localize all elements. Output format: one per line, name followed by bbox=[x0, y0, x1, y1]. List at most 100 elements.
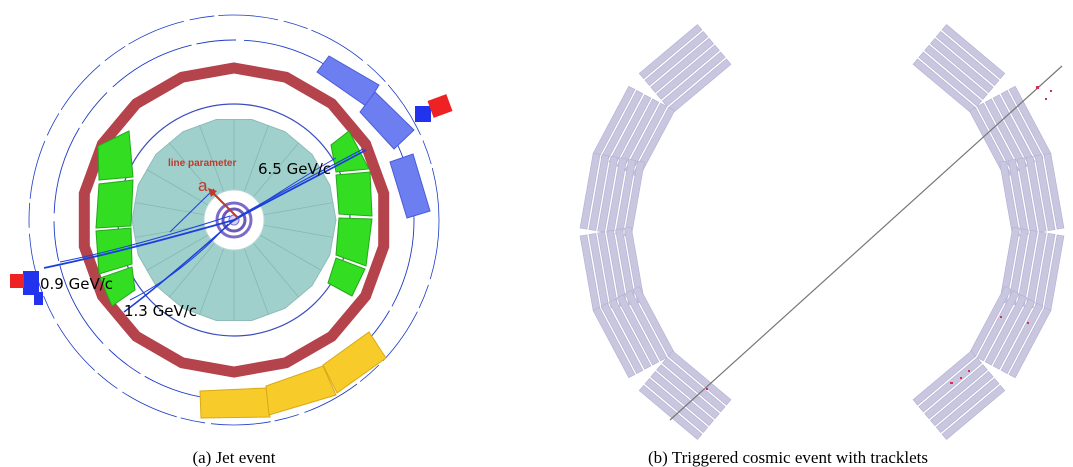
track-1-3b bbox=[129, 223, 229, 301]
trd-module bbox=[327, 257, 366, 297]
trd-layer bbox=[918, 51, 982, 107]
trd-layer bbox=[924, 364, 988, 420]
emcal-block bbox=[359, 91, 415, 150]
trd-module bbox=[335, 171, 373, 217]
trd-layer bbox=[918, 357, 982, 413]
trd-layer bbox=[941, 384, 1006, 440]
trd-layer bbox=[1000, 302, 1044, 374]
trd-layer bbox=[935, 31, 1000, 87]
tpc-sector-line bbox=[252, 142, 300, 198]
tracklet bbox=[1027, 322, 1029, 324]
phos-block bbox=[322, 331, 387, 394]
tpc-sector-line bbox=[259, 234, 322, 271]
track-label-1-3: 1.3 GeV/c bbox=[124, 302, 197, 320]
trd-module bbox=[97, 130, 134, 181]
cosmic-track bbox=[669, 65, 1063, 421]
line-parameter-label: line parameter bbox=[168, 158, 236, 169]
tracklet bbox=[1050, 90, 1052, 92]
trd-layer bbox=[984, 294, 1028, 366]
muon-circle bbox=[53, 39, 415, 401]
trd-layer bbox=[579, 152, 601, 230]
track-6-5c bbox=[231, 157, 337, 223]
trd-layer bbox=[644, 31, 709, 87]
trd-layer bbox=[638, 24, 703, 80]
hit-tower bbox=[415, 106, 431, 122]
trd-layer bbox=[608, 298, 652, 370]
tpc-sector-line bbox=[243, 248, 269, 316]
its-ring-inner bbox=[221, 207, 247, 233]
trd-layer bbox=[656, 364, 720, 420]
track-0-9b bbox=[59, 215, 231, 263]
tpc-sector-line bbox=[263, 224, 334, 238]
track-6-5b bbox=[235, 148, 364, 219]
tpc-sector-line bbox=[146, 169, 209, 206]
caption-a: (a) Jet event bbox=[192, 448, 275, 467]
trd-module bbox=[335, 217, 373, 267]
trd-layer bbox=[912, 350, 977, 406]
trd-layer bbox=[650, 37, 714, 93]
trd-module bbox=[95, 179, 134, 229]
trd-stack bbox=[999, 152, 1065, 238]
trd-layer bbox=[1034, 154, 1056, 232]
trd-layer bbox=[662, 51, 726, 107]
trd-layer bbox=[930, 371, 994, 427]
tpc-sector-line bbox=[243, 124, 269, 192]
tracklet bbox=[1000, 316, 1002, 318]
trd-stack bbox=[912, 24, 1006, 114]
hit-tower bbox=[10, 274, 24, 288]
track-label-0-9: 0.9 GeV/c bbox=[40, 275, 113, 293]
trd-layer bbox=[992, 298, 1036, 370]
trd-layer bbox=[1025, 155, 1047, 233]
outer-detector-circle bbox=[28, 14, 440, 426]
param-symbol: a bbox=[198, 176, 208, 195]
tracklet bbox=[960, 377, 962, 379]
trd-layer bbox=[638, 384, 703, 440]
trd-layer bbox=[597, 155, 619, 233]
phos-block bbox=[265, 365, 337, 416]
trd-layer bbox=[588, 154, 610, 232]
panel-cosmic-event: (b) Triggered cosmic event with tracklet… bbox=[579, 24, 1065, 467]
hit-tower bbox=[427, 94, 453, 118]
trd-layer bbox=[616, 294, 660, 366]
trd-modules-right bbox=[327, 130, 373, 297]
trd-layer bbox=[976, 290, 1020, 362]
track-0-9 bbox=[43, 219, 235, 269]
trd-layer bbox=[1043, 152, 1065, 230]
trd-layer bbox=[624, 290, 668, 362]
tpc-sector-line bbox=[168, 142, 216, 198]
emcal-block bbox=[316, 55, 380, 107]
emcal-blocks bbox=[316, 55, 431, 219]
trd-layer-stacks bbox=[579, 24, 1065, 440]
particle-tracks bbox=[43, 148, 367, 313]
line-parameter-arrow bbox=[208, 188, 239, 219]
tracklet bbox=[968, 370, 970, 372]
track-label-6-5: 6.5 GeV/c bbox=[258, 160, 331, 178]
trd-layer bbox=[662, 357, 726, 413]
trd-layer bbox=[930, 37, 994, 93]
phos-block bbox=[199, 387, 271, 419]
tpc-sector-line bbox=[199, 248, 225, 316]
trd-stack bbox=[999, 226, 1065, 312]
tpc-sector-line bbox=[199, 124, 225, 192]
hit-tower bbox=[23, 271, 39, 295]
emcal-block bbox=[389, 153, 431, 219]
tpc-sector-line bbox=[168, 242, 216, 298]
trd-layer bbox=[667, 350, 732, 406]
tracklet bbox=[1036, 86, 1039, 89]
trd-stack bbox=[912, 350, 1006, 440]
panel-jet-event: line parameter a 6.5 GeV/c 0.9 GeV/c 1.3… bbox=[10, 14, 453, 467]
tpc-sector-line bbox=[134, 202, 205, 216]
tracklet bbox=[950, 382, 953, 384]
tpc-sector-line bbox=[252, 242, 300, 298]
trd-stack bbox=[638, 350, 732, 440]
track-short bbox=[169, 188, 215, 233]
trd-stack bbox=[638, 24, 732, 114]
trd-layer bbox=[656, 44, 720, 100]
trd-layer bbox=[924, 44, 988, 100]
tracklet bbox=[1045, 98, 1047, 100]
tpc-sector-line bbox=[146, 234, 209, 271]
phos-blocks bbox=[199, 331, 387, 419]
trd-module bbox=[330, 130, 370, 173]
tracklet bbox=[706, 388, 708, 390]
